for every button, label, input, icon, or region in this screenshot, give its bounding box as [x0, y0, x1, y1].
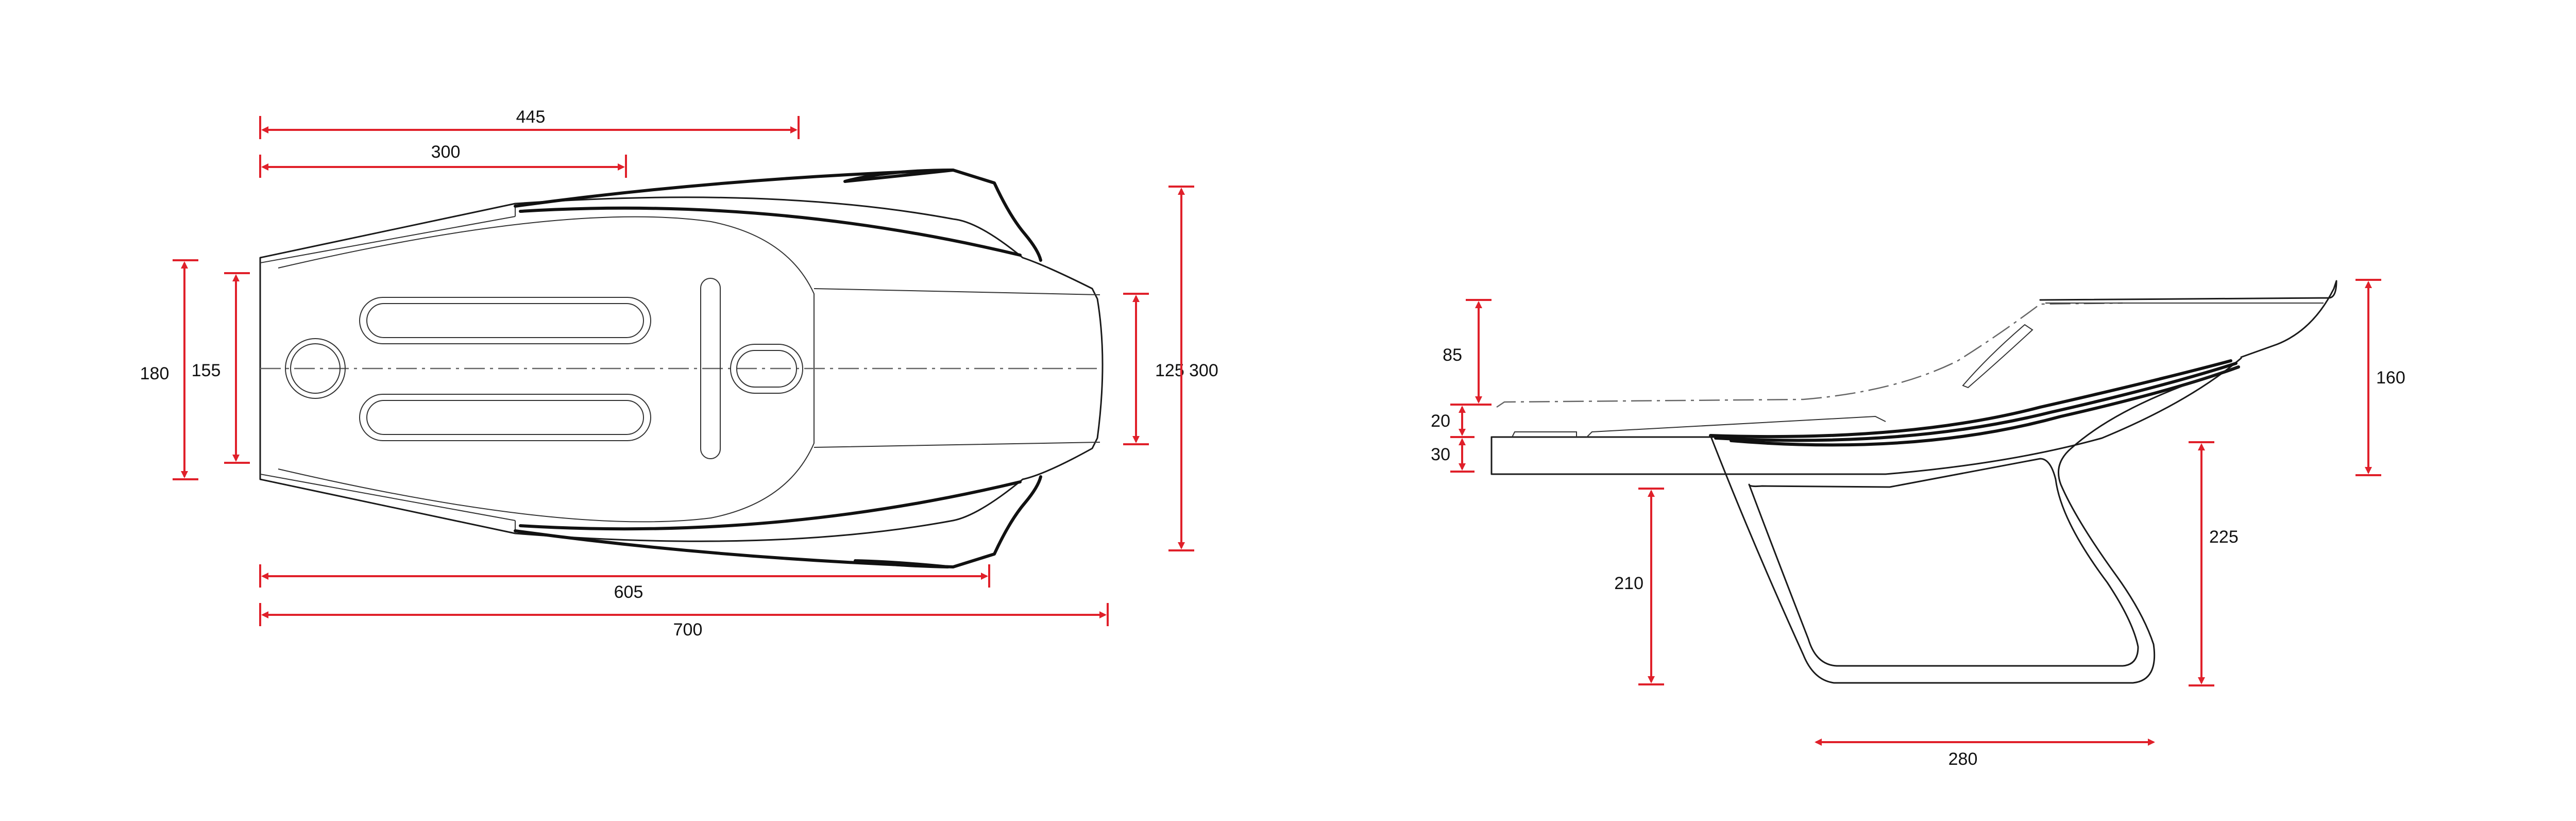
- dim-label-445: 445: [516, 107, 546, 127]
- side-recess: [1962, 324, 2033, 389]
- top-view-dimensions: 445 300 180 155 125 300 605 700: [140, 107, 1218, 640]
- dim-label-300-right: 300: [1189, 361, 1218, 380]
- dim-label-155: 155: [192, 361, 221, 380]
- side-view: [1490, 280, 2337, 684]
- seat-profile-phantom: [1496, 302, 2123, 408]
- dim-label-30: 30: [1431, 445, 1450, 464]
- seat-pad-outline: [278, 216, 815, 523]
- dim-label-180: 180: [140, 364, 170, 383]
- dim-label-85: 85: [1443, 345, 1462, 365]
- round-hole: [285, 338, 346, 399]
- upper-slot: [359, 297, 651, 344]
- seat-top-outline: [259, 196, 1104, 542]
- dim-label-210: 210: [1614, 574, 1643, 593]
- dim-label-225: 225: [2209, 527, 2239, 547]
- dim-label-605: 605: [614, 582, 643, 602]
- dim-label-280: 280: [1948, 749, 1978, 769]
- dim-label-125: 125: [1155, 361, 1184, 380]
- tail-upper: [2039, 280, 2337, 358]
- dim-label-20: 20: [1431, 411, 1450, 431]
- small-slot: [730, 344, 803, 394]
- lower-slot: [359, 394, 651, 441]
- side-view-dimensions: 85 20 30 160 210 225 280: [1431, 279, 2405, 769]
- dim-label-300-top: 300: [431, 142, 461, 162]
- dim-label-700: 700: [673, 620, 703, 640]
- dim-label-160: 160: [2376, 368, 2405, 388]
- tail-sweep: [1709, 359, 2232, 439]
- vertical-slot: [700, 278, 721, 459]
- top-view: [259, 169, 1104, 568]
- seat-base: [1490, 357, 2242, 475]
- support-bracket: [1709, 366, 2240, 684]
